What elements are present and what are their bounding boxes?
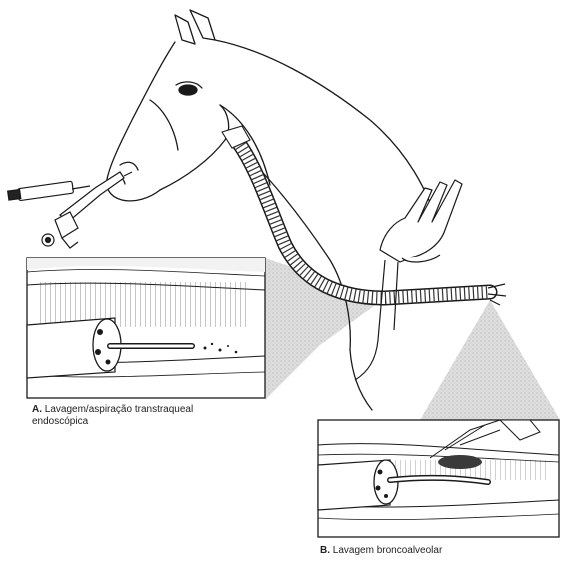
caption-a-letter: A.: [32, 404, 42, 415]
magnification-cone-b: [420, 300, 560, 420]
caption-a-line1: Lavagem/aspiração transtraqueal: [45, 404, 193, 415]
caption-b-letter: B.: [320, 545, 330, 556]
caption-b-text: Lavagem broncoalveolar: [333, 545, 443, 556]
horse-eye: [179, 85, 197, 95]
caption-a: A. Lavagem/aspiração transtraqueal endos…: [32, 404, 232, 428]
inset-b: [318, 420, 559, 537]
caption-b: B. Lavagem broncoalveolar: [320, 545, 560, 557]
syringe-body: [17, 181, 73, 201]
inset-a: [27, 258, 265, 398]
caption-a-line2: endoscópica: [32, 416, 88, 427]
syringe-plunger: [8, 190, 21, 201]
hand: [355, 180, 462, 380]
endoscope-apparatus: [8, 172, 132, 248]
